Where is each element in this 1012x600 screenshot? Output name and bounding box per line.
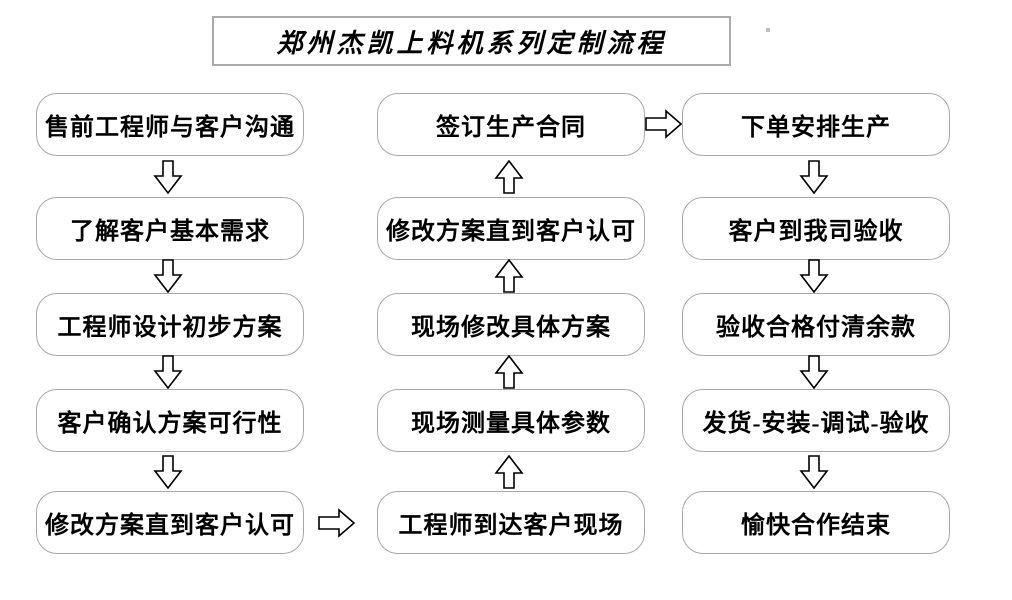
page-title: 郑州杰凯上料机系列定制流程 — [276, 28, 667, 58]
stray-dot — [766, 28, 770, 32]
down-arrow-icon — [799, 160, 829, 194]
down-arrow-icon — [153, 259, 183, 293]
right-arrow-icon — [318, 508, 356, 538]
flow-box-onsite-measure-params: 现场测量具体参数 — [377, 389, 645, 452]
down-arrow-icon — [799, 259, 829, 293]
flow-box-revise-until-approved-1: 修改方案直到客户认可 — [36, 491, 304, 554]
flow-box-sign-contract: 签订生产合同 — [377, 93, 645, 156]
down-arrow-icon — [153, 355, 183, 389]
down-arrow-icon — [799, 455, 829, 489]
down-arrow-icon — [799, 355, 829, 389]
flow-box-customer-acceptance: 客户到我司验收 — [682, 197, 950, 260]
up-arrow-icon — [494, 455, 524, 489]
title-box: 郑州杰凯上料机系列定制流程 — [212, 16, 731, 66]
flow-box-revise-until-approved-2: 修改方案直到客户认可 — [377, 197, 645, 260]
up-arrow-icon — [494, 259, 524, 293]
flow-box-presale-communication: 售前工程师与客户沟通 — [36, 93, 304, 156]
flow-box-happy-cooperation-end: 愉快合作结束 — [682, 491, 950, 554]
down-arrow-icon — [153, 455, 183, 489]
up-arrow-icon — [494, 355, 524, 389]
flow-box-order-production: 下单安排生产 — [682, 93, 950, 156]
up-arrow-icon — [494, 160, 524, 194]
right-arrow-icon — [645, 109, 683, 139]
down-arrow-icon — [153, 160, 183, 194]
flow-box-understand-needs: 了解客户基本需求 — [36, 197, 304, 260]
flow-box-engineer-arrives-site: 工程师到达客户现场 — [377, 491, 645, 554]
flow-box-pay-balance: 验收合格付清余款 — [682, 293, 950, 356]
flow-box-initial-design: 工程师设计初步方案 — [36, 293, 304, 356]
flow-box-confirm-feasibility: 客户确认方案可行性 — [36, 389, 304, 452]
flow-box-ship-install-debug: 发货-安装-调试-验收 — [682, 389, 950, 452]
flow-box-onsite-revise-plan: 现场修改具体方案 — [377, 293, 645, 356]
